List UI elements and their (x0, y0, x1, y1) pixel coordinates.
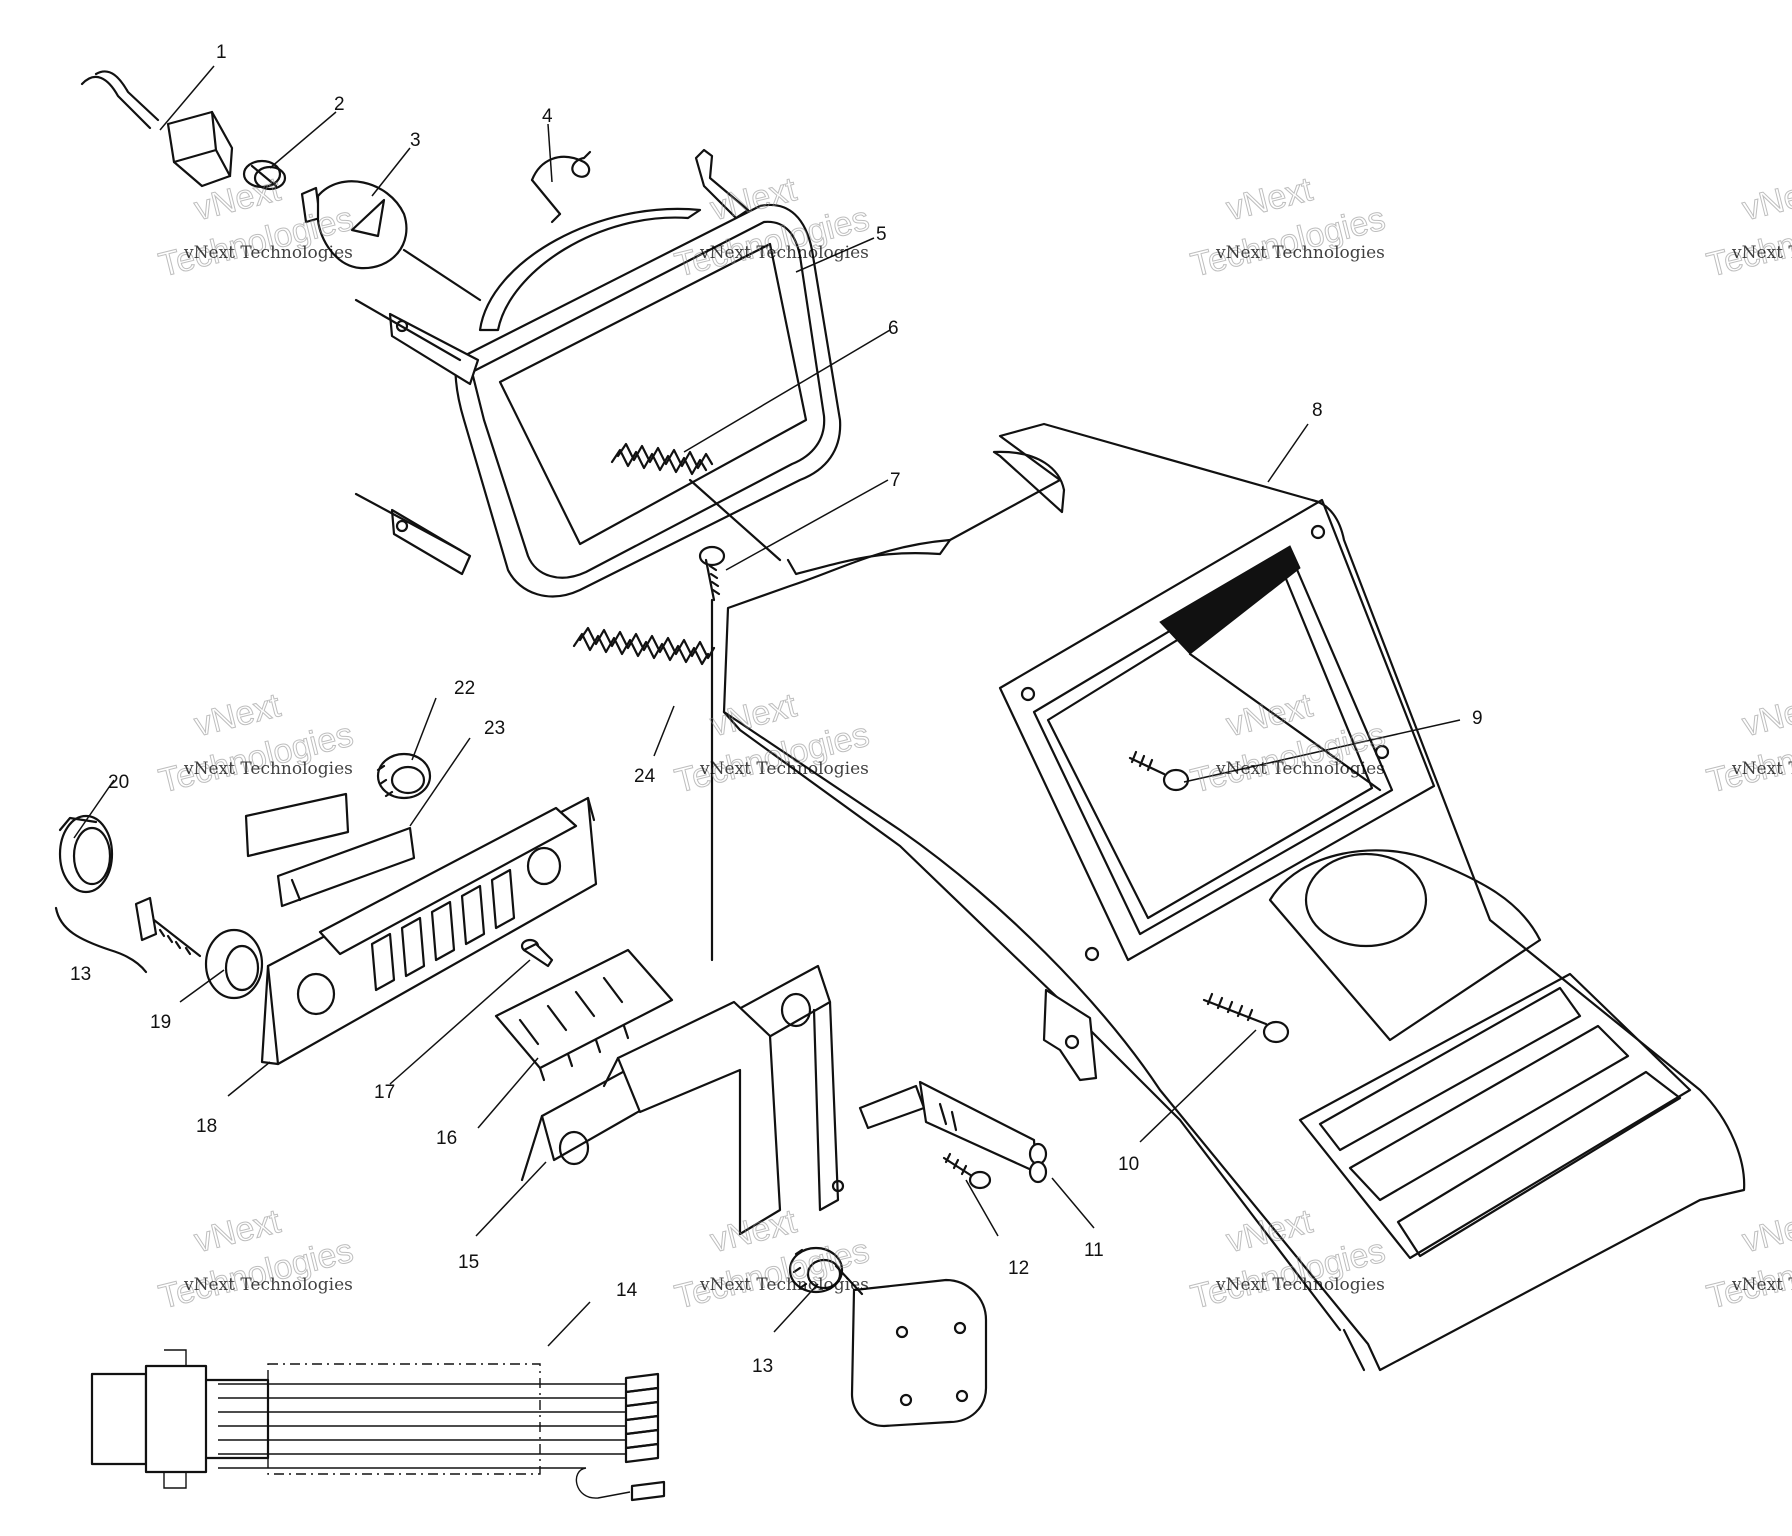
part-10-bolt (1202, 992, 1290, 1044)
callout-22: 22 (454, 678, 475, 699)
watermark-text: vNext Technologies (1731, 759, 1792, 779)
watermark-text: vNext Technologies (1215, 243, 1385, 263)
part-4-clip (530, 150, 592, 224)
callout-5: 5 (876, 224, 887, 245)
watermark-text: vNext Technologies (1731, 1275, 1792, 1295)
part-5-headlight-housing (354, 148, 842, 598)
part-8-dash-panel (722, 422, 1746, 1372)
callout-3: 3 (410, 130, 421, 151)
watermark-top: vNext (1739, 170, 1792, 228)
callout-23: 23 (484, 718, 505, 739)
part-22-bezel (376, 752, 432, 800)
callout-6: 6 (888, 318, 899, 339)
callout-17: 17 (374, 1082, 395, 1103)
part-17-pin (520, 938, 554, 968)
part-6-spring (610, 442, 782, 562)
watermark: vNext Technologies vNext Technologies (1703, 686, 1792, 801)
callout-20: 20 (108, 772, 129, 793)
callout-13-top: 13 (70, 964, 91, 985)
watermark-text: vNext Technologies (1731, 243, 1792, 263)
callout-7: 7 (890, 470, 901, 491)
watermark-top: vNext (1739, 686, 1792, 744)
watermark: vNext Technologies vNext Technologies (1703, 170, 1792, 285)
part-9-bolt (1128, 750, 1190, 792)
watermark-text: vNext Technologies (699, 243, 869, 263)
watermark: vNext Technologies vNext Technologies (1703, 1202, 1792, 1317)
part-23-label (244, 792, 416, 908)
callout-1: 1 (216, 42, 227, 63)
watermark-text: vNext Technologies (699, 759, 869, 779)
watermark-text: vNext Technologies (183, 243, 353, 263)
part-16-fuse-block (494, 948, 674, 1082)
part-19-grommet (204, 928, 264, 1000)
callout-16: 16 (436, 1128, 457, 1149)
callout-13-bottom: 13 (752, 1356, 773, 1377)
part-3-bulb (300, 180, 482, 302)
part-20-ignition-bezel (58, 814, 114, 894)
watermark-text: vNext Technologies (183, 1275, 353, 1295)
part-1-connector (80, 70, 234, 188)
watermark: vNext Technologies vNext Technologies (671, 1202, 874, 1317)
watermark: vNext Technologies vNext Technologies (155, 1202, 358, 1317)
watermark-text: vNext Technologies (699, 1275, 869, 1295)
watermark-text: vNext Technologies (1215, 759, 1385, 779)
callout-24: 24 (634, 766, 656, 787)
watermark: vNext Technologies vNext Technologies (155, 686, 358, 801)
callout-18: 18 (196, 1116, 217, 1137)
watermark-text: vNext Technologies (1215, 1275, 1385, 1295)
watermark-text: vNext Technologies (183, 759, 353, 779)
part-13-key (134, 896, 202, 958)
callout-labels: 1 2 3 4 5 6 7 8 9 10 11 12 13 13 14 15 1… (70, 42, 1483, 1377)
part-13-bracket-brace (54, 906, 148, 974)
callout-10: 10 (1118, 1154, 1139, 1175)
part-15-bracket (520, 964, 845, 1236)
callout-9: 9 (1472, 708, 1483, 729)
callout-4: 4 (542, 106, 553, 127)
callout-19: 19 (150, 1012, 171, 1033)
watermark: vNext Technologies vNext Technologies (1187, 170, 1390, 285)
part-7-screw (698, 545, 726, 962)
part-14-wire-harness (90, 1349, 666, 1502)
leader-lines (73, 65, 1461, 1347)
callout-12: 12 (1008, 1258, 1029, 1279)
part-13-ignition-switch (788, 1246, 988, 1428)
callout-11: 11 (1084, 1240, 1104, 1261)
watermark-top: vNext (1739, 1202, 1792, 1260)
part-12-screw (942, 1152, 992, 1190)
callout-2: 2 (334, 94, 345, 115)
callout-8: 8 (1312, 400, 1323, 421)
callout-14: 14 (616, 1280, 638, 1301)
part-11-toggle-switch (858, 1080, 1048, 1184)
part-24-spring (572, 626, 716, 666)
part-18-switch-panel (260, 796, 598, 1066)
callout-15: 15 (458, 1252, 479, 1273)
